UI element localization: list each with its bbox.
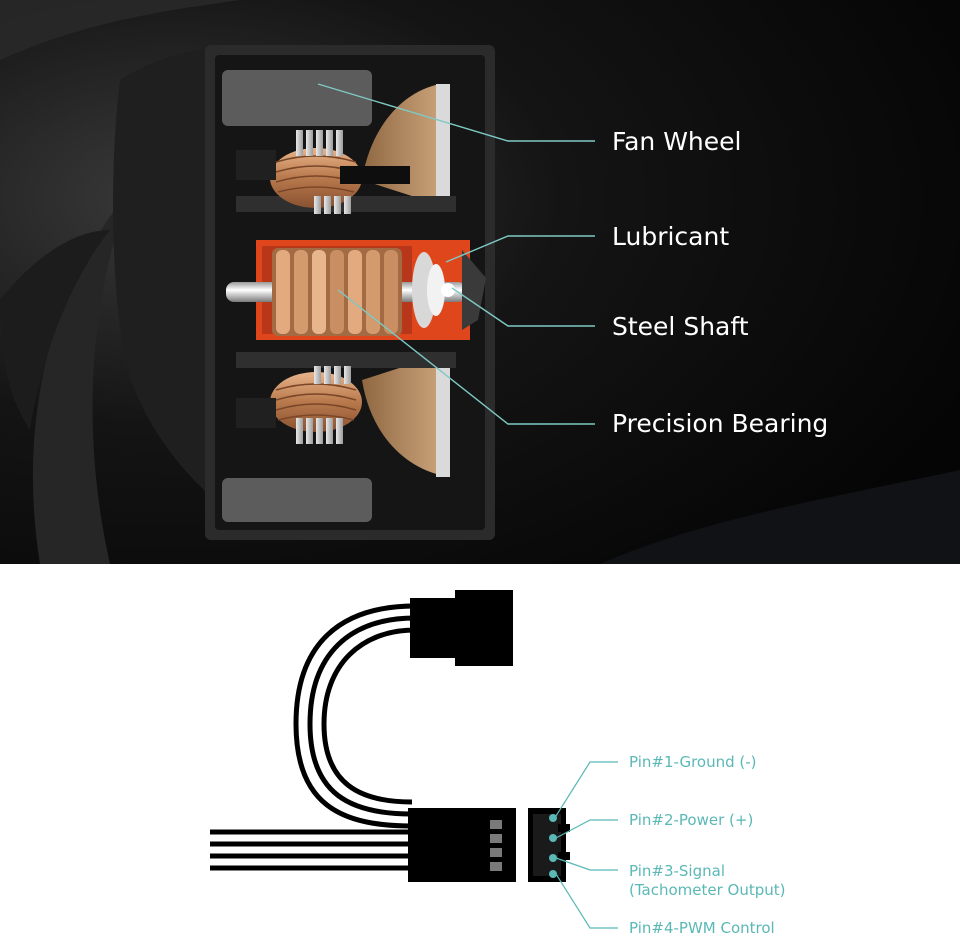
callout-lubricant: Lubricant xyxy=(612,222,730,251)
connector-pinout-panel: Pin#1-Ground (-) Pin#2-Power (+) Pin#3-S… xyxy=(0,564,960,949)
pin4-label: Pin#4-PWM Control xyxy=(629,919,775,937)
fan-end-plug xyxy=(410,598,462,658)
callout-fan-wheel: Fan Wheel xyxy=(612,127,742,156)
pin3-label: Pin#3-Signal xyxy=(629,862,725,880)
callout-precision-bearing: Precision Bearing xyxy=(612,409,829,438)
motor-cross-section-illustration xyxy=(0,0,960,564)
cable-straight-wires xyxy=(210,829,412,871)
connector-illustration xyxy=(210,590,618,929)
callout-leader-lines xyxy=(317,83,595,425)
pin3-sublabel: (Tachometer Output) xyxy=(629,881,786,899)
pin-leader-lines xyxy=(555,761,618,929)
cable-loop xyxy=(293,603,416,829)
pin2-label: Pin#2-Power (+) xyxy=(629,811,754,829)
motor-cross-section-panel: Fan Wheel Lubricant Steel Shaft Precisio… xyxy=(0,0,960,564)
callout-steel-shaft: Steel Shaft xyxy=(612,312,749,341)
pin1-label: Pin#1-Ground (-) xyxy=(629,753,757,771)
